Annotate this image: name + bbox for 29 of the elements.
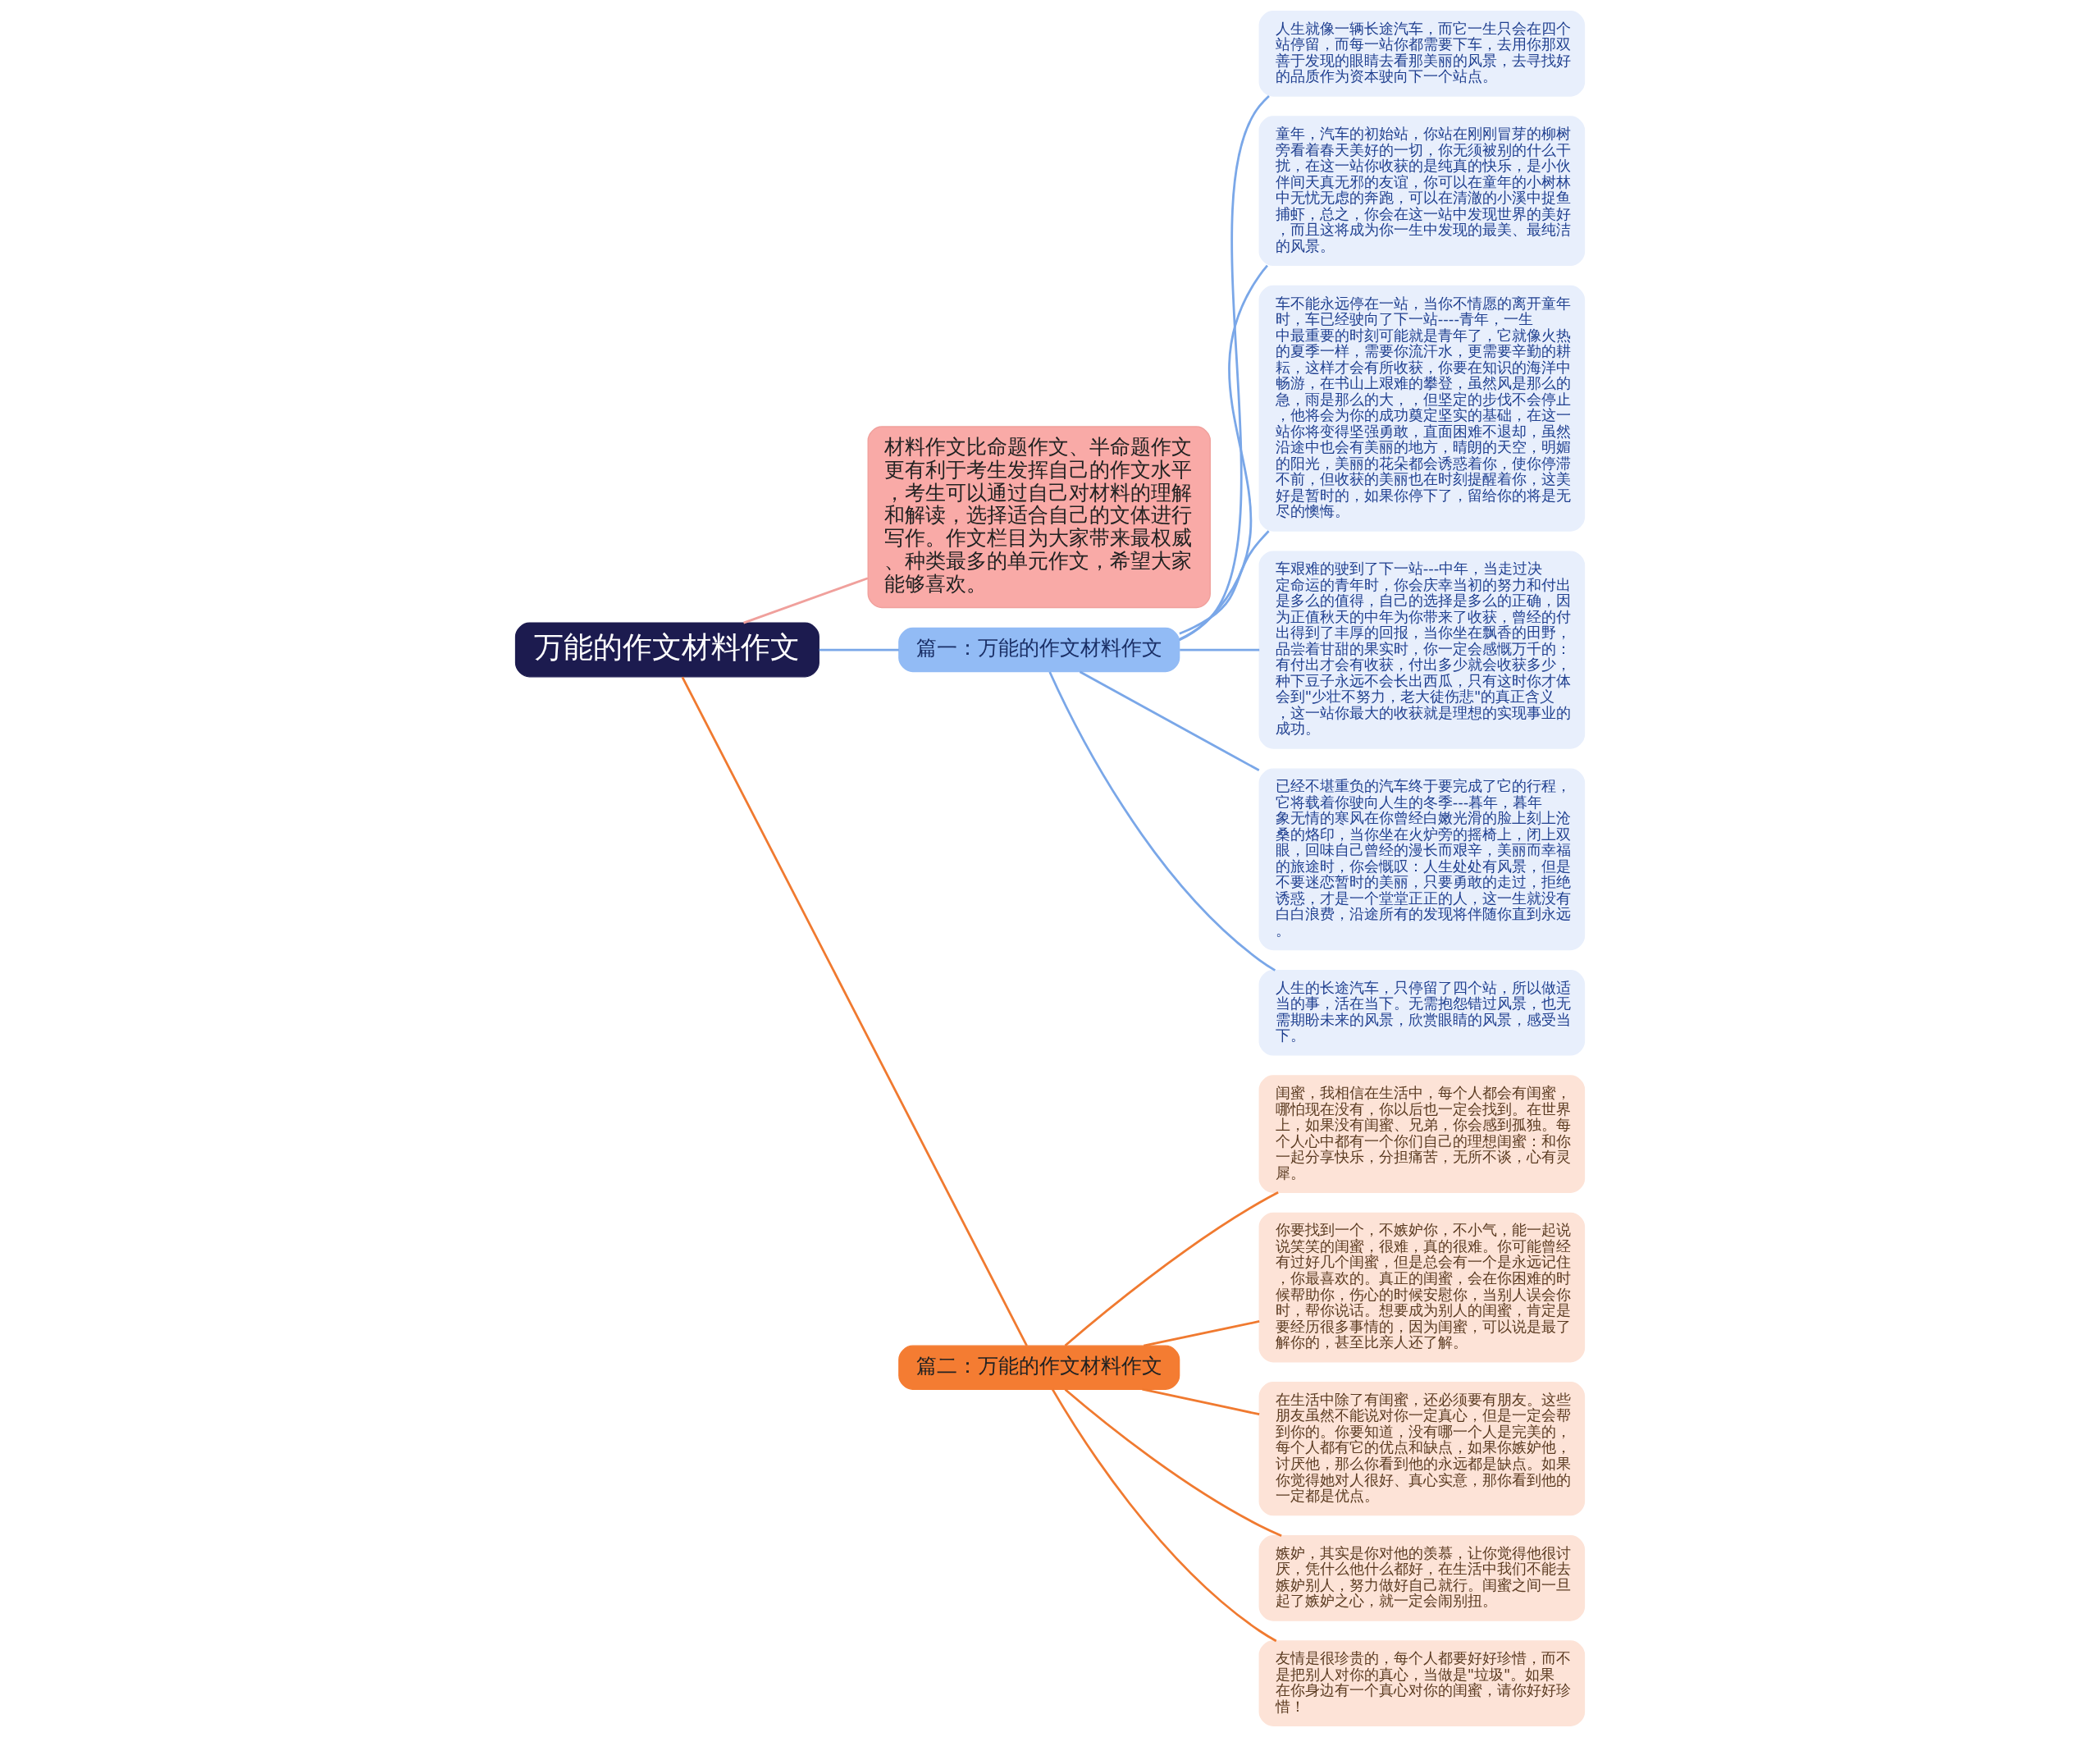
node-box: 人生的长途汽车，只停留了四个站，所以做适当的事，活在当下。无需抱怨错过风景，也无需期盼未来的风景，欣赏眼睛的风景，感受当下。	[1258, 969, 1586, 1056]
node-box: 材料作文比命题作文、半命题作文更有利于考生发挥自己的作文水平，考生可以通过自己对材料的理解和解读，选择适合自己的文体进行写作。作文栏目为大家带来最权威、种类最多的单元作文，希望大家能够喜欢。	[867, 426, 1211, 609]
node-box: 万能的作文材料作文	[514, 622, 819, 678]
node-box: 你要找到一个，不嫉妒你，不小气，能一起说说笑笑的闺蜜，很难，真的很难。你可能曾经有过好几个闺蜜，但是总会有一个是永远记住，你最喜欢的。真正的闺蜜，会在你困难的时候帮助你，伤心的时候安慰你，当别人误会你时，帮你说话。想要成为别人的闺蜜，肯定是要经历很多事情的，因为闺蜜，可以说是最了解你的，甚至比亲人还了解。	[1258, 1212, 1586, 1363]
node-box: 篇一：万能的作文材料作文	[898, 627, 1180, 673]
connector	[1064, 1388, 1282, 1537]
connector	[1179, 530, 1270, 635]
connector	[1179, 264, 1268, 641]
connector	[1180, 648, 1260, 651]
connector	[819, 648, 899, 651]
node-box: 童年，汽车的初始站，你站在刚刚冒芽的柳树旁看着春天美好的一切，你无须被别的什么干扰，在这一站你收获的是纯真的快乐，是小伙伴间天真无邪的友谊，你可以在童年的小树林中无忧无虑的奔跑，可以在清澈的小溪中捉鱼捕虾，总之，你会在这一站中发现世界的美好，而且这将成为你一生中发现的最美、最纯洁的风景。	[1258, 116, 1586, 267]
connector	[1179, 94, 1270, 642]
connector	[743, 577, 869, 624]
node-box: 嫉妒，其实是你对他的羡慕，让你觉得他很讨厌，凭什么他什么都好，在生活中我们不能去嫉妒别人，努力做好自己就行。闺蜜之间一旦起了嫉妒之心，就一定会闹别扭。	[1258, 1535, 1586, 1621]
connector	[1142, 1387, 1260, 1416]
node-box: 车艰难的驶到了下一站---中年，当走过决定命运的青年时，你会庆幸当初的努力和付出是多么的值得，自己的选择是多么的正确，因为正值秋天的中年为你带来了收获，曾经的付出得到了丰厚的回报，当你坐在飘香的田野，品尝着甘甜的果实时，你一定会感慨万千的：有付出才会有收获，付出多少就会收获多少，种下豆子永远不会长出西瓜，只有这时你才体会到"少壮不努力，老大徒伤悲"的真正含义，这一站你最大的收获就是理想的实现事业的成功。	[1258, 551, 1586, 749]
connector	[1144, 1320, 1260, 1347]
connector	[1048, 671, 1276, 971]
connector	[681, 676, 1028, 1346]
connector	[1079, 670, 1260, 772]
connector	[1051, 1388, 1277, 1643]
node-box: 篇二：万能的作文材料作文	[898, 1345, 1180, 1390]
node-box: 友情是很珍贵的，每个人都要好好珍惜，而不是把别人对你的真心，当做是"垃圾"。如果在你身边有一个真心对你的闺蜜，请你好好珍惜！	[1258, 1640, 1586, 1726]
node-box: 在生活中除了有闺蜜，还必须要有朋友。这些朋友虽然不能说对你一定真心，但是一定会帮到你的。你要知道，没有哪一个人是完美的，每个人都有它的优点和缺点，如果你嫉妒他，讨厌他，那么你看到他的永远都是缺点。如果你觉得她对人很好、真心实意，那你看到他的一定都是优点。	[1258, 1382, 1586, 1516]
node-box: 人生就像一辆长途汽车，而它一生只会在四个站停留，而每一站你都需要下车，去用你那双善于发现的眼睛去看那美丽的风景，去寻找好的品质作为资本驶向下一个站点。	[1258, 11, 1586, 97]
node-box: 车不能永远停在一站，当你不情愿的离开童年时，车已经驶向了下一站----青年，一生中最重要的时刻可能就是青年了，它就像火热的夏季一样，需要你流汗水，更需要辛勤的耕耘，这样才会有所收获，你要在知识的海洋中畅游，在书山上艰难的攀登，虽然风是那么的急，雨是那么的大，，但坚定的步伐不会停止，他将会为你的成功奠定坚实的基础，在这一站你将变得坚强勇敢，直面困难不退却，虽然沿途中也会有美丽的地方，晴朗的天空，明媚的阳光，美丽的花朵都会诱惑着你，使你停滞不前，但收获的美丽也在时刻提醒着你，这美好是暂时的，如果你停下了，留给你的将是无尽的懊悔。	[1258, 285, 1586, 532]
connector	[1064, 1191, 1279, 1346]
node-box: 已经不堪重负的汽车终于要完成了它的行程，它将载着你驶向人生的冬季---暮年，暮年象无情的寒风在你曾经白嫩光滑的脸上刻上沧桑的烙印，当你坐在火炉旁的摇椅上，闭上双眼，回味自己曾经的漫长而艰辛，美丽而幸福的旅途时，你会慨叹：人生处处有风景，但是不要迷恋暂时的美丽，只要勇敢的走过，拒绝诱惑，才是一个堂堂正正的人，这一生就没有白白浪费，沿途所有的发现将伴随你直到永远。	[1258, 768, 1586, 951]
node-box: 闺蜜，我相信在生活中，每个人都会有闺蜜，哪怕现在没有，你以后也一定会找到。在世界上，如果没有闺蜜、兄弟，你会感到孤独。每个人心中都有一个你们自己的理想闺蜜：和你一起分享快乐，分担痛苦，无所不谈，心有灵犀。	[1258, 1075, 1586, 1193]
